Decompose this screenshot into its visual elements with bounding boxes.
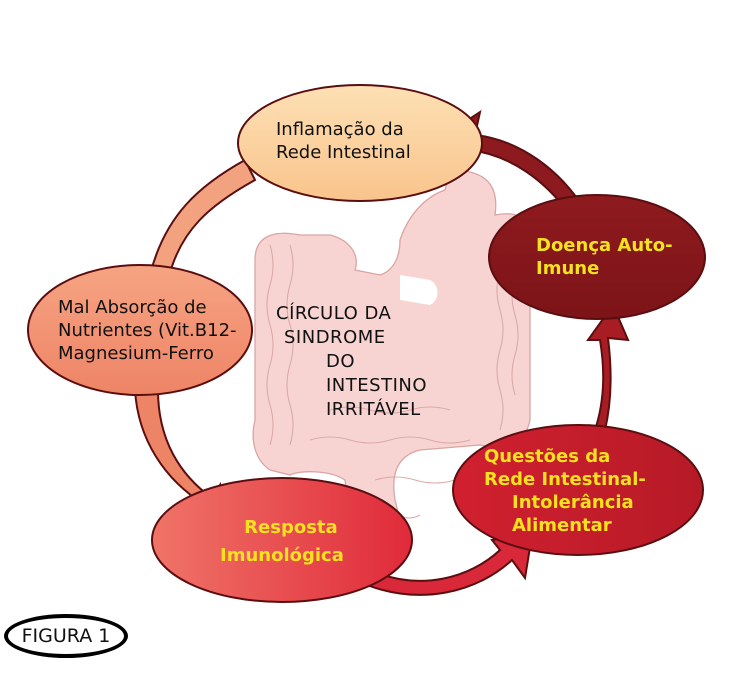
center-title-line: IRRITÁVEL <box>326 399 421 420</box>
node-inflamacao-label: Inflamação da Rede Intestinal <box>276 118 411 164</box>
intestine-illustration <box>252 169 532 561</box>
label-line: Rede Intestinal <box>276 142 411 163</box>
label-line: Inflamação da <box>276 119 404 140</box>
label-line: Nutrientes (Vit.B12- <box>58 320 237 341</box>
label-line: Imune <box>536 258 600 279</box>
node-questoes-shape <box>452 424 704 556</box>
label-line: Alimentar <box>512 515 612 536</box>
node-malabsorcao-shape <box>27 264 253 396</box>
node-resposta-label: Resposta Imunológica <box>220 514 344 570</box>
node-questoes-label: Questões da Rede Intestinal- Intolerânci… <box>484 445 646 537</box>
label-line: Doença Auto- <box>536 235 673 256</box>
label-line: Questões da <box>484 446 611 467</box>
center-title: CÍRCULO DA SINDROME DO INTESTINO IRRITÁV… <box>276 302 427 422</box>
center-title-line: INTESTINO <box>326 375 428 396</box>
label-line: Intolerância <box>512 492 634 513</box>
node-doenca-shape <box>488 194 706 320</box>
label-line: Rede Intestinal- <box>484 469 646 490</box>
node-inflamacao-shape <box>237 84 483 202</box>
center-title-line: SINDROME <box>284 327 386 348</box>
label-line: Mal Absorção de <box>58 297 207 318</box>
center-title-line: DO <box>326 351 356 372</box>
arrow-questoes-to-doenca <box>586 302 630 431</box>
node-malabsorcao-label: Mal Absorção de Nutrientes (Vit.B12- Mag… <box>58 296 237 365</box>
figure-label: FIGURA 1 <box>4 614 128 658</box>
node-doenca-label: Doença Auto- Imune <box>536 234 673 280</box>
label-line: Resposta <box>244 517 338 538</box>
label-line: Imunológica <box>220 545 344 566</box>
figure-label-text: FIGURA 1 <box>21 625 111 647</box>
node-resposta-shape <box>151 477 413 603</box>
label-line: Magnesium-Ferro <box>58 343 214 364</box>
center-title-line: CÍRCULO DA <box>276 303 392 324</box>
